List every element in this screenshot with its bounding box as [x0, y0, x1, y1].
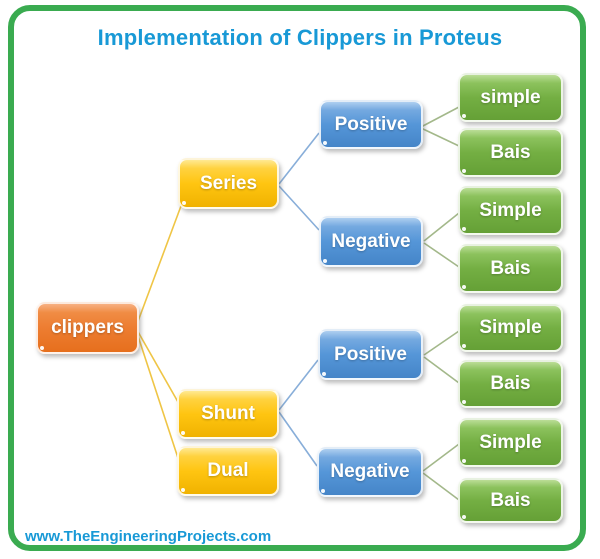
node-label: Bais: [490, 257, 531, 279]
node-shunt-positive-bais: Bais: [458, 360, 563, 408]
connector-line-blue: [278, 185, 320, 231]
connector-line-green: [423, 356, 460, 384]
node-label: simple: [480, 86, 541, 108]
node-series-negative: Negative: [319, 216, 423, 267]
node-label: Bais: [490, 141, 531, 163]
node-series-negative-bais: Bais: [458, 244, 563, 293]
node-label: Negative: [330, 461, 410, 482]
node-series-negative-simple: Simple: [458, 186, 563, 235]
node-shunt-negative-simple: Simple: [458, 418, 563, 467]
node-shunt: Shunt: [177, 389, 279, 439]
node-label: Shunt: [201, 403, 255, 424]
connector-line-yellow: [136, 205, 182, 325]
node-series-positive-simple: simple: [458, 73, 563, 122]
connector-line-blue: [278, 411, 318, 467]
node-label: Positive: [334, 343, 407, 365]
watermark-url: www.TheEngineeringProjects.com: [25, 528, 272, 545]
node-label: Bais: [490, 489, 531, 511]
node-shunt-positive-simple: Simple: [458, 304, 563, 352]
node-clippers: clippers: [36, 302, 139, 354]
node-dual: Dual: [177, 446, 279, 496]
node-label: Simple: [479, 431, 542, 453]
connector-line-green: [420, 106, 460, 128]
connector-line-green: [423, 330, 460, 356]
node-label: Simple: [479, 317, 542, 338]
node-series-positive-bais: Bais: [458, 128, 563, 177]
connector-line-blue: [278, 132, 320, 185]
node-label: Dual: [207, 460, 249, 481]
node-label: clippers: [51, 317, 124, 338]
node-label: Bais: [490, 373, 531, 394]
node-shunt-negative-bais: Bais: [458, 478, 563, 523]
node-label: Series: [199, 172, 258, 194]
connector-line-green: [420, 127, 460, 147]
node-label: Simple: [479, 199, 542, 221]
node-shunt-negative: Negative: [317, 447, 423, 497]
connector-line-blue: [278, 359, 319, 411]
node-label: Positive: [334, 113, 408, 135]
connector-line-green: [423, 212, 460, 242]
node-series: Series: [178, 158, 279, 209]
diagram-title: Implementation of Clippers in Proteus: [97, 25, 503, 50]
connector-line-green: [422, 472, 460, 501]
connector-line-green: [423, 242, 460, 268]
node-label: Negative: [331, 230, 411, 252]
connector-line-yellow: [136, 332, 179, 459]
node-shunt-positive: Positive: [318, 329, 423, 380]
node-series-positive: Positive: [319, 100, 423, 149]
connector-line-green: [422, 443, 460, 472]
connector-line-yellow: [136, 329, 179, 403]
